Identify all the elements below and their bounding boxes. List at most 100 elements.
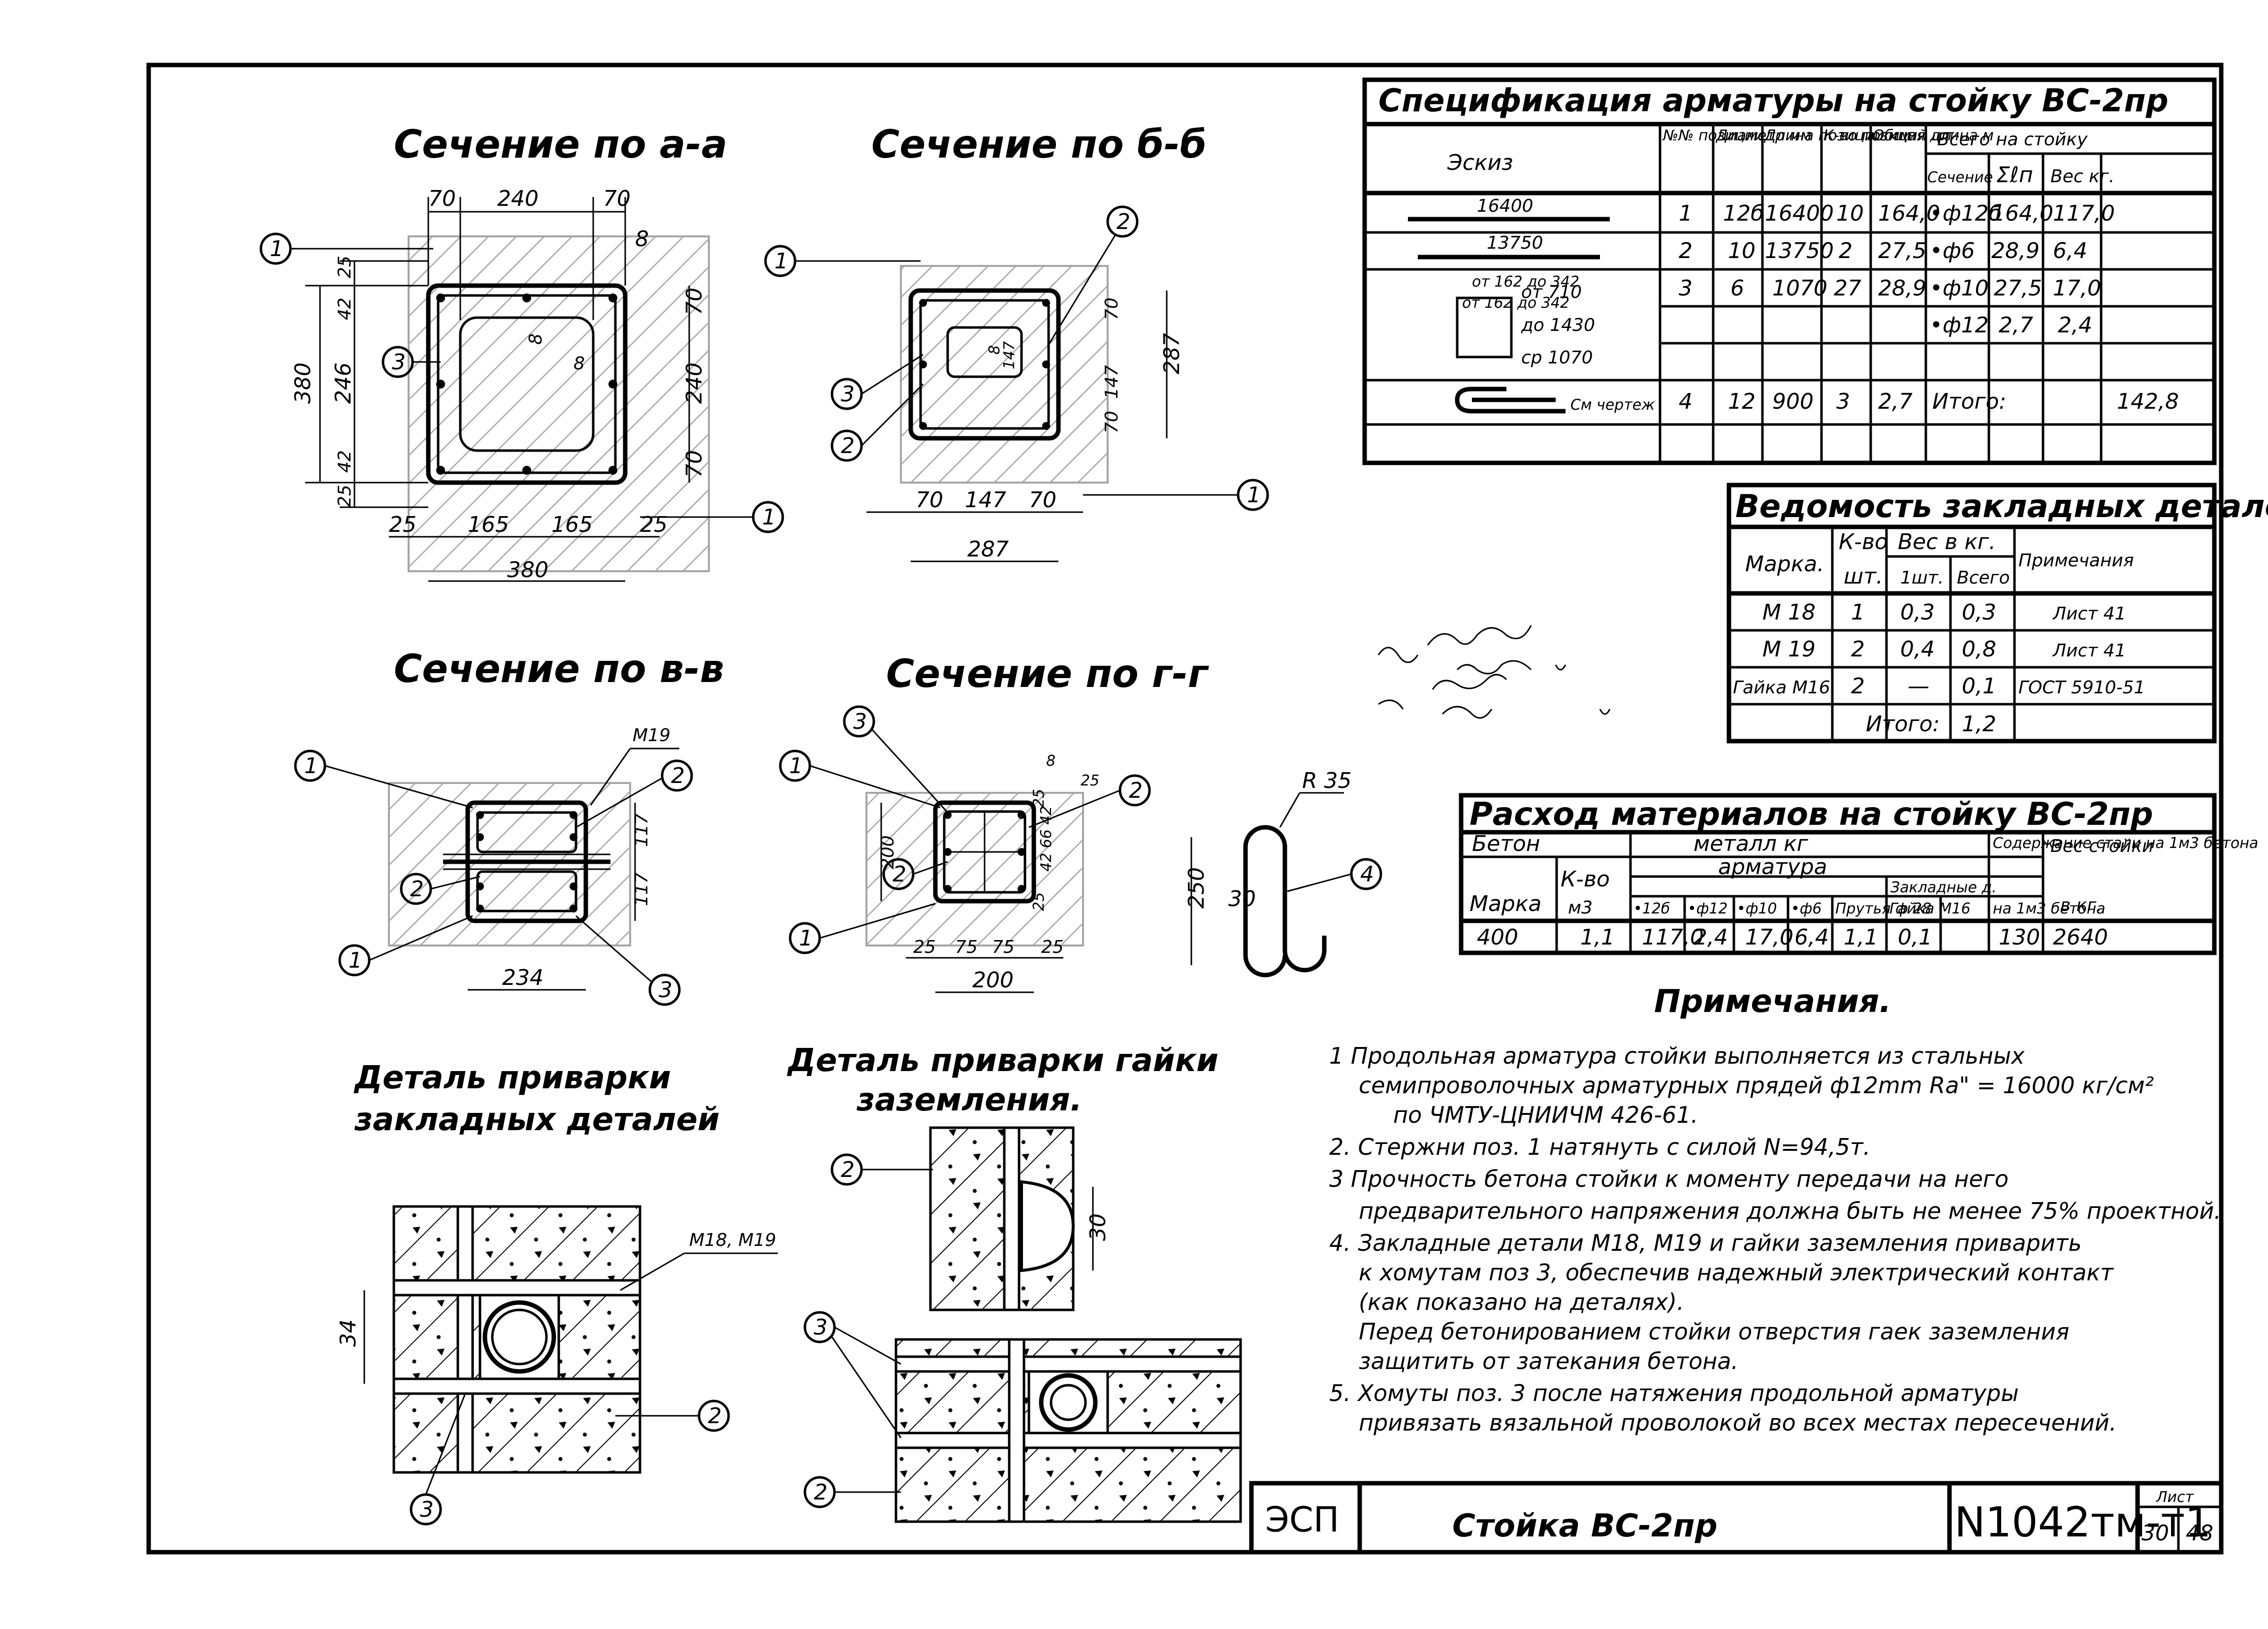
note-line: защитить от затекания бетона.: [1359, 1348, 1738, 1374]
dim-label: 70: [1102, 411, 1122, 433]
detail-nut-title-2: заземления.: [856, 1082, 1082, 1118]
svg-text:Гайка М16: Гайка М16: [1733, 678, 1830, 698]
dim-label: 42 66 42: [1038, 806, 1055, 872]
svg-text:1,1: 1,1: [1580, 925, 1615, 950]
section-g-g: Сечение по г-г 200 25 42 66 42 25 8 25 2…: [779, 652, 1209, 993]
svg-text:27,5: 27,5: [1994, 276, 2042, 301]
dim-label: 25: [1081, 772, 1099, 789]
dim-label: 147: [965, 488, 1006, 513]
col-header-sum-length: Σℓп: [1996, 163, 2033, 188]
sheet-frame: [146, 63, 2224, 1555]
svg-text:2,4: 2,4: [2058, 313, 2092, 338]
note-line: предварительного напряжения должна быть …: [1359, 1198, 2221, 1224]
svg-text:117,0: 117,0: [2053, 201, 2115, 226]
dim-label: 287: [967, 537, 1009, 562]
svg-text:10: 10: [1836, 201, 1864, 226]
col-header-count: К-во: [1561, 867, 1610, 892]
materials-table: Расход материалов на стойку ВС-2пр Бетон…: [1459, 793, 2258, 955]
dim-label: 117: [632, 813, 652, 847]
detail-embedded-title-1: Деталь приварки: [353, 1060, 671, 1096]
section-b-b: Сечение по б-б 287 70 147 70 8 147 70 14…: [764, 123, 1269, 562]
dim-label: R 35: [1302, 768, 1352, 793]
dim-label: 25: [335, 256, 355, 278]
col-header-sketch: Эскиз: [1447, 150, 1513, 175]
dim-label: 25: [1030, 789, 1048, 808]
col-header-rebar: арматура: [1718, 854, 1827, 880]
col-header-notes: Примечания: [2018, 551, 2134, 571]
svg-text:1: 1: [1679, 201, 1693, 226]
sketch-dim: до 1430: [1521, 315, 1595, 335]
svg-text:•ф6: •ф6: [1930, 238, 1975, 263]
svg-text:М 19: М 19: [1762, 637, 1816, 662]
svg-text:2: 2: [1851, 637, 1865, 662]
svg-text:1,1: 1,1: [1844, 925, 1878, 950]
dim-label: 380: [290, 362, 316, 404]
dim-label: 147: [1102, 365, 1122, 399]
spec-total-label: Итого:: [1932, 389, 2006, 414]
sketch-note: См чертеж: [1570, 396, 1655, 414]
dim-label: 30: [1228, 886, 1256, 912]
dim-label: 70: [1029, 488, 1056, 513]
svg-text:117,0: 117,0: [1642, 925, 1704, 950]
note-line: 5. Хомуты поз. 3 после натяжения продоль…: [1329, 1380, 2019, 1406]
col-header-position: №№ позиции: [1662, 127, 1764, 144]
callout-2: 2: [1117, 209, 1130, 234]
svg-text:4: 4: [1679, 389, 1693, 414]
sketch-dim: ср 1070: [1521, 348, 1593, 368]
section-v-v-title: Сечение по в-в: [394, 647, 724, 691]
materials-table-title: Расход материалов на стойку ВС-2пр: [1469, 796, 2153, 833]
svg-text:12б: 12б: [1723, 201, 1764, 226]
dim-label: 42: [335, 450, 355, 473]
col-header-per-m3: на 1м3 бетона: [1993, 900, 2106, 917]
callout-2: 2: [708, 1403, 722, 1429]
spec-table: Спецификация арматуры на стойку ВС-2пр Э…: [1362, 77, 2217, 465]
spec-row-3b: •ф12 2,7 2,4: [1930, 313, 2092, 338]
callout-3: 3: [814, 1315, 828, 1340]
col-header-count-unit: м3: [1568, 898, 1593, 918]
svg-text:ГОСТ 5910-51: ГОСТ 5910-51: [2018, 678, 2145, 698]
svg-text:17,0: 17,0: [1745, 925, 1793, 950]
col-header-rods: Прутья ф 28: [1835, 900, 1931, 917]
handwritten-signature: [1377, 625, 1611, 719]
callout-2: 2: [1129, 778, 1143, 803]
dim-label: 25: [913, 937, 936, 957]
embedded-row-3: Гайка М16 2 — 0,1 ГОСТ 5910-51: [1733, 674, 2145, 699]
col-header-steel-content: Содержание стали на 1м3 бетона: [1993, 835, 2258, 852]
callout-1: 1: [762, 505, 776, 530]
note-line: 2. Стержни поз. 1 натянуть с силой N=94,…: [1329, 1134, 1870, 1160]
spec-row-2: 2 10 13750 2 27,5 •ф6 28,9 6,4: [1679, 238, 2087, 263]
svg-text:Лист 41: Лист 41: [2052, 641, 2126, 661]
detail-embedded-title-2: закладных деталей: [354, 1102, 720, 1138]
col-header-d6: •ф6: [1791, 900, 1821, 917]
dim-label: 240: [497, 186, 539, 211]
col-header-length: Длина позиции мм: [1763, 127, 1911, 144]
hook-position-4: 250 30 R 35 4: [1184, 768, 1382, 977]
section-a-a-title: Сечение по а-а: [394, 123, 727, 167]
col-header-unit: шт.: [1844, 564, 1883, 589]
sketch-dim: от 162 до 342: [1472, 273, 1579, 291]
embedded-parts-table: Ведомость закладных деталей. Марка. К-во…: [1726, 483, 2268, 744]
callout-3: 3: [659, 977, 672, 1003]
svg-text:0,3: 0,3: [1900, 600, 1935, 625]
dim-label: 25: [640, 512, 668, 537]
embedded-row-1: М 18 1 0,3 0,3 Лист 41: [1762, 600, 2126, 625]
svg-text:1: 1: [1851, 600, 1865, 625]
dim-label: 147: [1001, 341, 1018, 369]
svg-text:0,8: 0,8: [1962, 637, 1996, 662]
col-header-count: К-во: [1839, 529, 1888, 554]
col-header-total-per-post: Всего на стойку: [1937, 130, 2088, 150]
dim-label: 234: [502, 965, 543, 990]
note-line: семипроволочных арматурных прядей ф12mm …: [1359, 1072, 2154, 1099]
svg-text:3: 3: [1679, 276, 1693, 301]
callout-1: 1: [349, 948, 362, 973]
svg-text:130: 130: [1999, 925, 2040, 950]
col-header-count: К-во позиций шт: [1823, 127, 1955, 144]
col-header-total-length: Общая длина м: [1873, 127, 1994, 144]
svg-text:•ф12: •ф12: [1930, 313, 1989, 338]
dim-label: 70: [682, 450, 707, 478]
col-header-weight-unit: в кг.: [2060, 895, 2102, 915]
note-line: 4. Закладные детали М18, М19 и гайки заз…: [1329, 1230, 2082, 1256]
svg-text:400: 400: [1477, 925, 1518, 950]
svg-text:0,4: 0,4: [1900, 637, 1935, 662]
svg-text:3: 3: [1836, 389, 1850, 414]
